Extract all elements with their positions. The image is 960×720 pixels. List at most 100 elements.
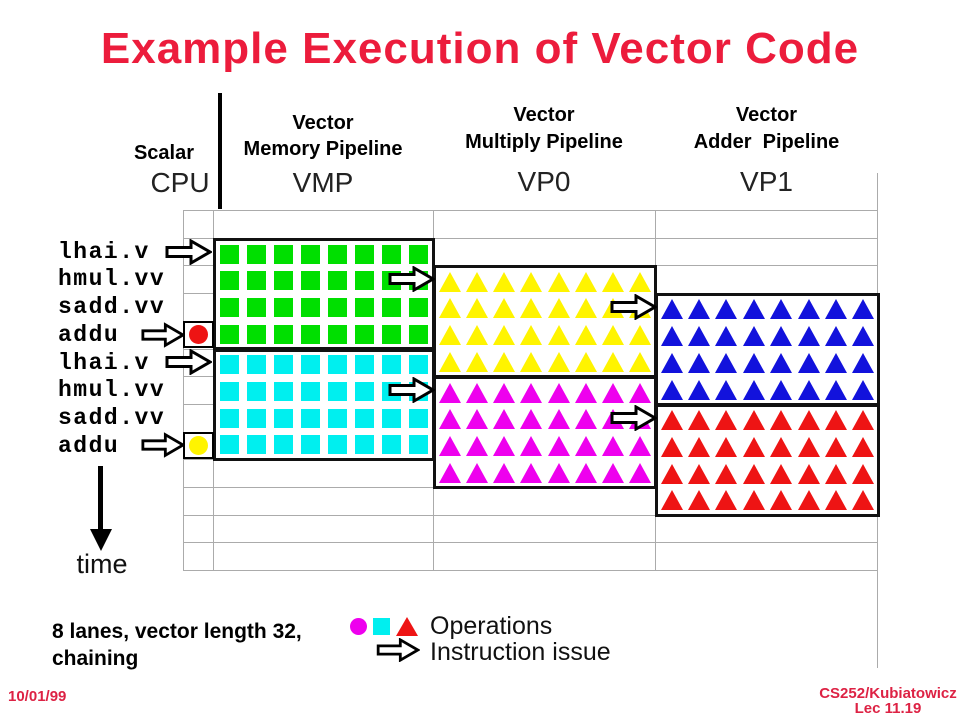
operation-triangle	[824, 326, 847, 347]
operation-square	[382, 355, 401, 375]
operation-triangle	[547, 351, 570, 372]
header-vmp-line1: Vector	[292, 112, 354, 134]
operation-triangle	[715, 299, 738, 320]
operation-triangle	[493, 409, 516, 430]
operation-triangle	[574, 382, 597, 403]
operation-square	[220, 271, 239, 291]
unit-label-vp0: VP0	[517, 166, 571, 197]
grid-line	[183, 210, 878, 211]
operation-triangle	[824, 463, 847, 484]
operation-triangle	[852, 410, 875, 431]
operation-triangle	[797, 463, 820, 484]
operation-triangle	[547, 325, 570, 346]
instruction-issue-arrow-icon	[165, 348, 213, 380]
operation-square	[274, 355, 293, 375]
instruction-issue-arrow-icon	[165, 237, 213, 270]
operation-triangle	[742, 463, 765, 484]
operation-square	[328, 355, 347, 375]
operation-triangle	[715, 410, 738, 431]
operation-square	[355, 297, 374, 317]
operation-square	[373, 618, 390, 635]
unit-label-cpu: CPU	[150, 167, 210, 198]
operation-triangle	[520, 409, 543, 430]
operation-triangle	[715, 379, 738, 400]
operation-square	[355, 382, 374, 402]
operation-square	[247, 297, 266, 317]
scalar-op-cell	[183, 320, 214, 349]
operation-triangle	[688, 299, 711, 320]
operation-square	[382, 408, 401, 428]
operation-triangle	[493, 462, 516, 483]
footer-course-line1: CS252/Kubiatowicz	[819, 685, 957, 702]
operation-triangle	[715, 352, 738, 373]
operation-triangle	[852, 352, 875, 373]
operation-triangle	[797, 490, 820, 511]
operation-triangle	[493, 382, 516, 403]
operation-triangle	[520, 382, 543, 403]
operation-triangle	[438, 462, 461, 483]
operation-triangle	[493, 435, 516, 456]
operation-triangle	[797, 379, 820, 400]
operation-square	[301, 355, 320, 375]
operation-triangle	[465, 325, 488, 346]
operation-triangle	[493, 298, 516, 319]
operation-triangle	[629, 462, 652, 483]
operation-triangle	[547, 298, 570, 319]
operation-triangle	[396, 617, 418, 636]
operation-triangle	[629, 435, 652, 456]
operation-triangle	[824, 436, 847, 457]
operation-triangle	[797, 436, 820, 457]
operation-triangle	[797, 352, 820, 373]
operation-square	[274, 324, 293, 344]
operation-triangle	[493, 271, 516, 292]
operation-triangle	[797, 299, 820, 320]
operation-triangle	[438, 271, 461, 292]
operation-square	[220, 435, 239, 455]
page-title: Example Execution of Vector Code	[100, 24, 860, 73]
operation-square	[301, 244, 320, 264]
operation-triangle	[688, 326, 711, 347]
operation-square	[274, 271, 293, 291]
operation-triangle	[742, 410, 765, 431]
operation-triangle	[520, 271, 543, 292]
operation-triangle	[742, 326, 765, 347]
operation-triangle	[742, 352, 765, 373]
instruction-issue-arrow-icon	[388, 376, 436, 408]
operation-square	[328, 435, 347, 455]
instruction-issue-arrow-icon	[376, 637, 421, 667]
instruction-issue-arrow-icon	[141, 321, 186, 353]
operation-triangle	[660, 326, 683, 347]
operation-square	[301, 382, 320, 402]
operation-triangle	[852, 326, 875, 347]
block-vp0-multiply-1	[433, 265, 657, 379]
operation-square	[355, 435, 374, 455]
operation-triangle	[824, 299, 847, 320]
operation-triangle	[852, 379, 875, 400]
operation-square	[328, 271, 347, 291]
operation-triangle	[629, 382, 652, 403]
instruction-label: lhai.v	[58, 349, 150, 376]
operation-triangle	[824, 410, 847, 431]
operation-triangle	[742, 490, 765, 511]
instruction-label: lhai.v	[58, 238, 150, 265]
operation-triangle	[520, 325, 543, 346]
legend-issue-row: Instruction issue	[376, 637, 611, 667]
operation-square	[220, 382, 239, 402]
grid-line	[183, 542, 878, 544]
operation-square	[382, 324, 401, 344]
operation-triangle	[629, 325, 652, 346]
instruction-label: hmul.vv	[58, 266, 166, 293]
block-vp0-multiply-2	[433, 376, 657, 489]
footer-date: 10/01/99	[8, 688, 67, 705]
operation-square	[409, 324, 428, 344]
operation-triangle	[602, 351, 625, 372]
operation-triangle	[852, 299, 875, 320]
operation-triangle	[824, 379, 847, 400]
operation-square	[301, 324, 320, 344]
header-vp0-line1: Vector	[513, 104, 575, 126]
operation-triangle	[770, 436, 793, 457]
operation-triangle	[520, 351, 543, 372]
legend-operations-row: Operations	[350, 612, 552, 641]
operation-triangle	[574, 298, 597, 319]
operation-square	[328, 244, 347, 264]
